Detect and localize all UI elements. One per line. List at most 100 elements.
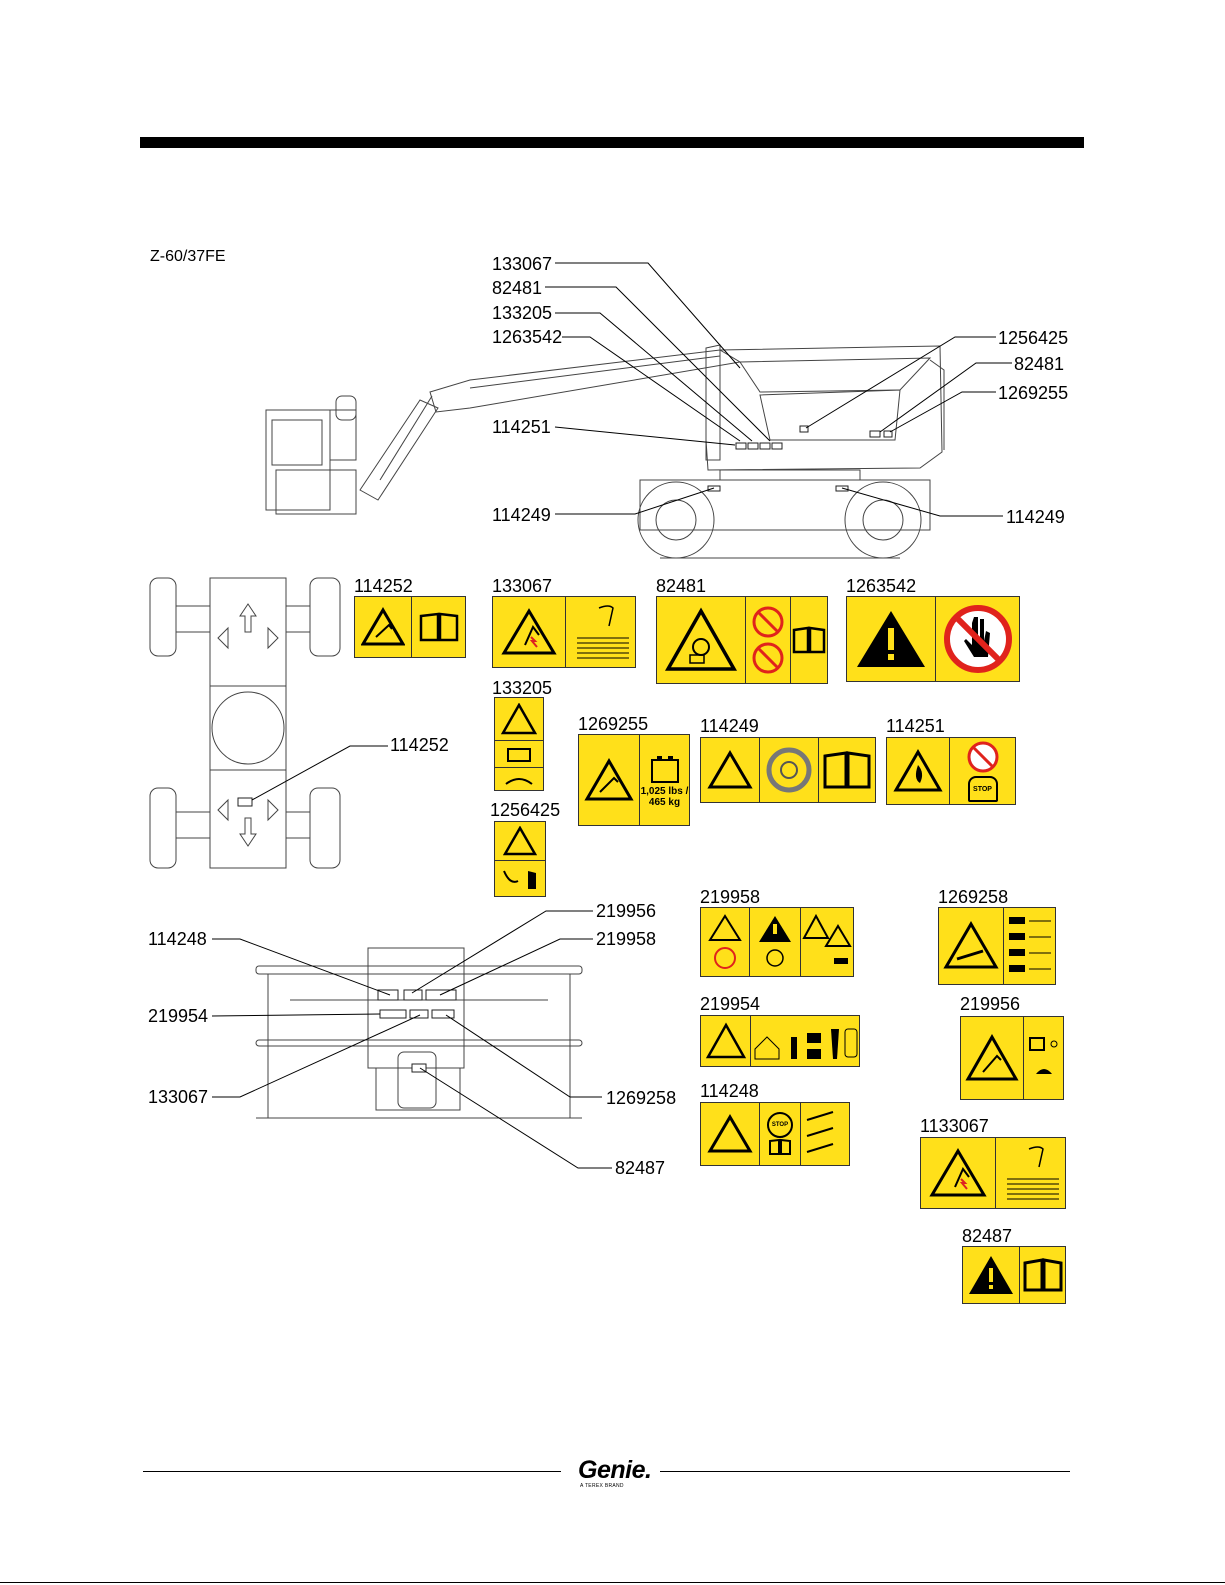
- flammable-hazard-icon: [887, 738, 950, 804]
- callout-114251: 114251: [492, 417, 551, 437]
- decal-title-1133067: 1133067: [920, 1116, 989, 1136]
- decal-title-82481: 82481: [656, 576, 707, 596]
- callout-114252-chassis: 114252: [390, 735, 449, 755]
- decal-1269258: [938, 907, 1056, 985]
- callout-219958: 219958: [596, 929, 657, 949]
- warning-triangle-icon: [495, 822, 545, 861]
- callout-133067-platform: 133067: [148, 1087, 209, 1107]
- manual-light-icon: [1024, 1017, 1063, 1099]
- footer-rule-right: [660, 1471, 1070, 1472]
- tip-hazard-icon: [801, 908, 853, 976]
- explosion-hazard-icon: [657, 597, 746, 683]
- decal-title-114248: 114248: [700, 1081, 759, 1101]
- decal-219954: [700, 1015, 860, 1067]
- battery-icon: [650, 756, 679, 783]
- callout-1269258: 1269258: [606, 1088, 677, 1108]
- descent-steps-icon: [801, 1103, 849, 1165]
- callout-219954: 219954: [148, 1006, 209, 1026]
- callout-82481: 82481: [492, 278, 543, 298]
- callout-133205: 133205: [492, 303, 553, 323]
- callout-219956: 219956: [596, 901, 657, 921]
- callout-114249: 114249: [492, 505, 551, 525]
- model-label: Z-60/37FE: [150, 248, 226, 265]
- tip-hazard-icon: [939, 908, 1004, 984]
- stop-manual-panel: STOP: [760, 1103, 801, 1165]
- decal-1263542: [846, 596, 1020, 682]
- warning-triangle-icon: [495, 698, 543, 741]
- electrocution-hazard-icon: [921, 1138, 996, 1208]
- battery-weight-text: 1,025 lbs / 465 kg: [640, 786, 689, 808]
- decal-82487: [962, 1246, 1066, 1304]
- warning-triangle-icon: [701, 908, 750, 976]
- decal-1256425: [494, 821, 546, 897]
- callout-133067: 133067: [492, 254, 553, 274]
- decal-1269255: 1,025 lbs / 465 kg: [578, 734, 690, 826]
- tip-hazard-icon: [579, 735, 640, 825]
- callout-114248: 114248: [148, 929, 207, 949]
- decal-title-1256425: 1256425: [490, 800, 561, 820]
- no-fire-stop-panel: STOP: [950, 738, 1015, 804]
- wheel-icon: [760, 738, 819, 802]
- decal-1133067: [920, 1137, 1066, 1209]
- decal-title-219958: 219958: [700, 887, 761, 907]
- callout-1263542: 1263542: [492, 327, 563, 347]
- decal-114249: [700, 737, 876, 803]
- decal-114252: [354, 596, 466, 658]
- manual-book-icon: [769, 1138, 791, 1155]
- tip-hazard-icon: [701, 1016, 751, 1066]
- caution-triangle-icon: [750, 908, 801, 976]
- stop-sign-icon: STOP: [767, 1112, 793, 1138]
- no-smoking-icon: [746, 597, 791, 683]
- callout-1269255: 1269255: [998, 383, 1069, 403]
- footer-rule-left: [143, 1471, 561, 1472]
- stop-button-icon: STOP: [967, 776, 998, 802]
- electrocution-hazard-icon: [493, 597, 566, 667]
- decal-title-1269258: 1269258: [938, 887, 1009, 907]
- genie-logo: Genie.: [578, 1456, 652, 1484]
- page-bottom-rule: [0, 1582, 1225, 1583]
- decal-title-114249: 114249: [700, 716, 759, 736]
- manual-book-icon: [819, 738, 875, 802]
- voltage-table-icon: [566, 597, 635, 667]
- decal-133067: [492, 596, 636, 668]
- decal-114248: STOP: [700, 1102, 850, 1166]
- caution-triangle-icon: [847, 597, 936, 681]
- callout-82481-right: 82481: [1014, 354, 1065, 374]
- callout-82487: 82487: [615, 1158, 666, 1178]
- decal-82481: [656, 596, 828, 684]
- battery-icon: [495, 741, 543, 768]
- callout-114249-right: 114249: [1006, 507, 1065, 527]
- load-table-icon: [1004, 908, 1055, 984]
- manual-book-icon: [1020, 1247, 1065, 1303]
- decal-title-133067: 133067: [492, 576, 553, 596]
- manual-book-icon: [412, 597, 465, 657]
- manual-book-icon: [495, 768, 543, 790]
- no-flame-icon: [967, 741, 998, 773]
- caution-triangle-icon: [963, 1247, 1020, 1303]
- decal-title-114251: 114251: [886, 716, 945, 736]
- warning-triangle-icon: [701, 738, 760, 802]
- alarm-hazard-icon: [701, 1103, 760, 1165]
- decal-title-219954: 219954: [700, 994, 761, 1014]
- warning-triangle-icon: [355, 597, 412, 657]
- voltage-table-icon: [996, 1138, 1065, 1208]
- decal-title-133205: 133205: [492, 678, 553, 698]
- no-touch-icon: [936, 597, 1019, 681]
- decal-219958: [700, 907, 854, 977]
- battery-weight-panel: 1,025 lbs / 465 kg: [640, 735, 689, 825]
- decal-219956: [960, 1016, 1064, 1100]
- brand-tagline: A TEREX BRAND: [580, 1483, 624, 1489]
- decal-114251: STOP: [886, 737, 1016, 805]
- callout-1256425: 1256425: [998, 328, 1069, 348]
- crush-hand-icon: [495, 861, 545, 896]
- decal-title-1263542: 1263542: [846, 576, 917, 596]
- decal-title-219956: 219956: [960, 994, 1021, 1014]
- wind-load-icons: [751, 1016, 859, 1066]
- decal-title-82487: 82487: [962, 1226, 1013, 1246]
- decal-133205: [494, 697, 544, 791]
- tip-hazard-icon: [961, 1017, 1024, 1099]
- manual-book-icon: [791, 597, 827, 683]
- decal-title-114252: 114252: [354, 576, 413, 596]
- decal-title-1269255: 1269255: [578, 714, 649, 734]
